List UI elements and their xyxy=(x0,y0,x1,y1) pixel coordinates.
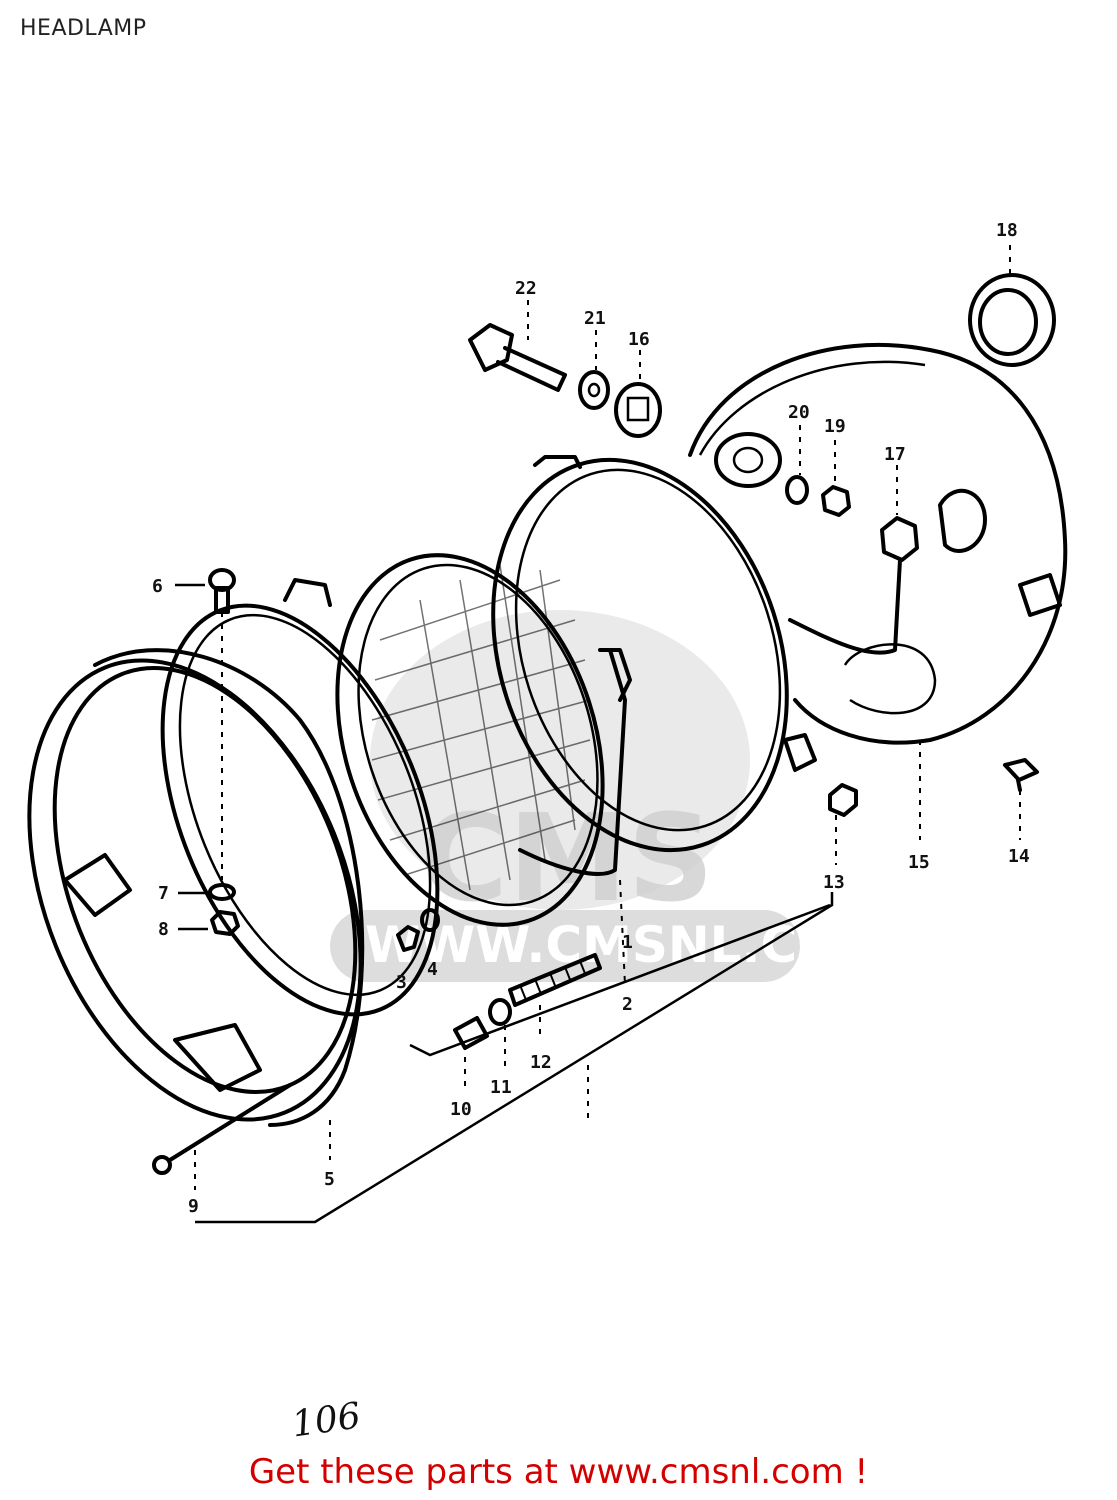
callout-15: 15 xyxy=(908,852,930,873)
callout-19: 19 xyxy=(824,416,846,437)
adjusting-screw-part-9 xyxy=(152,1083,292,1175)
grommet-part-16 xyxy=(614,382,662,438)
callout-14: 14 xyxy=(1008,846,1030,867)
callout-2: 2 xyxy=(622,994,633,1015)
watermark-logo-bubble xyxy=(370,610,750,910)
callout-20: 20 xyxy=(788,402,810,423)
callout-3: 3 xyxy=(396,972,407,993)
headlamp-housing-part-2 xyxy=(491,455,817,853)
callout-6: 6 xyxy=(152,576,163,597)
shell-cap-part-18 xyxy=(968,273,1056,367)
callout-13: 13 xyxy=(823,872,845,893)
nut-part-13 xyxy=(828,783,858,817)
spring-part-12 xyxy=(508,953,602,1007)
callout-1: 1 xyxy=(622,932,633,953)
leader-lines xyxy=(175,245,1021,1224)
washer-part-4 xyxy=(420,908,440,932)
watermark-banner xyxy=(330,910,800,982)
screw-part-14 xyxy=(1003,758,1039,792)
footer-parts-link[interactable]: Get these parts at www.cmsnl.com ! xyxy=(248,1452,869,1492)
callout-12: 12 xyxy=(530,1052,552,1073)
bolt-part-22 xyxy=(468,323,567,392)
callout-17: 17 xyxy=(884,444,906,465)
callout-4: 4 xyxy=(427,959,438,980)
washer-part-21 xyxy=(578,370,610,410)
callout-22: 22 xyxy=(515,278,537,299)
watermark: CMS WWW.CMSNL.COM xyxy=(330,610,890,982)
washer-part-7 xyxy=(208,883,236,901)
diagram-title: HEADLAMP xyxy=(20,16,147,41)
callouts: 1 2 3 4 5 6 7 8 9 10 11 12 13 14 15 16 1… xyxy=(152,220,1030,1217)
callout-10: 10 xyxy=(450,1099,472,1120)
grommet-part-17 xyxy=(880,516,919,562)
headlamp-shell-part-15 xyxy=(688,342,1068,745)
spring-seat-part-11 xyxy=(488,998,512,1026)
nut-part-8 xyxy=(210,910,240,936)
nut-part-19 xyxy=(821,485,851,517)
nut-part-20 xyxy=(785,475,809,505)
callout-11: 11 xyxy=(490,1077,512,1098)
watermark-logo-text: CMS xyxy=(420,790,714,929)
screw-part-3 xyxy=(396,925,420,952)
callout-18: 18 xyxy=(996,220,1018,241)
watermark-text: WWW.CMSNL.COM xyxy=(365,916,890,974)
callout-16: 16 xyxy=(628,329,650,350)
callout-7: 7 xyxy=(158,883,169,904)
callout-21: 21 xyxy=(584,308,606,329)
sealed-beam-unit-part-1 xyxy=(335,553,632,927)
callout-8: 8 xyxy=(158,919,169,940)
callout-5: 5 xyxy=(324,1169,335,1190)
callout-9: 9 xyxy=(188,1196,199,1217)
